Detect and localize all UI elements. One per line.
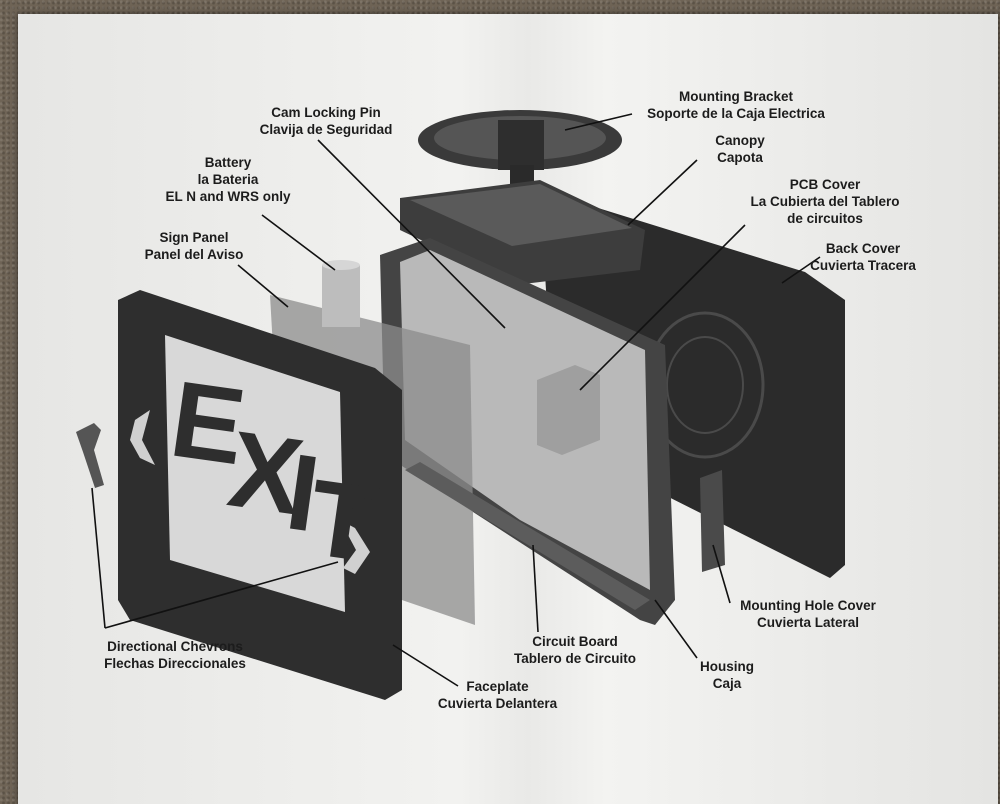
label-housing-en: Housing <box>700 659 754 674</box>
label-canopy-en: Canopy <box>715 133 765 148</box>
label-back-cover-en: Back Cover <box>825 241 901 256</box>
label-pcb-cover-en: PCB Cover <box>789 177 861 192</box>
chevron-loose <box>76 423 104 488</box>
label-housing-es: Caja <box>712 676 742 691</box>
label-faceplate: Faceplate Cuvierta Delantera <box>430 678 565 712</box>
label-battery-en: Battery <box>204 155 252 170</box>
label-pcb-cover-es: La Cubierta del Tablero <box>750 194 900 209</box>
label-back-cover-es: Cuvierta Tracera <box>810 258 916 273</box>
label-circuit-board-en: Circuit Board <box>532 634 618 649</box>
label-canopy: Canopy Capota <box>700 132 780 166</box>
chevron-right <box>340 520 370 574</box>
label-pcb-cover-es-2: de circuitos <box>787 211 863 226</box>
label-faceplate-es: Cuvierta Delantera <box>437 696 558 711</box>
label-mounting-bracket-en: Mounting Bracket <box>678 89 793 104</box>
label-mounting-hole-cover: Mounting Hole Cover Cuvierta Lateral <box>728 597 888 631</box>
canopy-top <box>410 184 632 246</box>
label-mounting-hole-cover-en: Mounting Hole Cover <box>740 598 876 613</box>
label-housing: Housing Caja <box>692 658 762 692</box>
label-sign-panel-es: Panel del Aviso <box>144 247 244 262</box>
label-back-cover: Back Cover Cuvierta Tracera <box>798 240 928 274</box>
label-directional-chevrons: Directional Chevrons Flechas Direccional… <box>90 638 260 672</box>
mounting-hole-cover <box>700 470 725 572</box>
circuit-board <box>405 462 650 610</box>
label-mounting-bracket-es: Soporte de la Caja Electrica <box>647 106 825 121</box>
faceplate <box>118 290 402 700</box>
label-directional-chevrons-es: Flechas Direccionales <box>104 656 246 671</box>
label-sign-panel-en: Sign Panel <box>159 230 229 245</box>
label-cam-locking-pin-es: Clavija de Seguridad <box>259 122 393 137</box>
label-cam-locking-pin-en: Cam Locking Pin <box>271 105 381 120</box>
label-cam-locking-pin: Cam Locking Pin Clavija de Seguridad <box>246 104 406 138</box>
label-mounting-hole-cover-es: Cuvierta Lateral <box>756 615 860 630</box>
battery <box>322 260 360 327</box>
label-canopy-es: Capota <box>717 150 763 165</box>
leader-lines <box>91 113 821 687</box>
back-cover-knockout-inner <box>666 336 744 434</box>
label-circuit-board: Circuit Board Tablero de Circuito <box>505 633 645 667</box>
chevron-left <box>130 410 155 465</box>
label-mounting-bracket: Mounting Bracket Soporte de la Caja Elec… <box>636 88 836 122</box>
label-pcb-cover: PCB Cover La Cubierta del Tablero de cir… <box>735 176 915 227</box>
label-sign-panel: Sign Panel Panel del Aviso <box>134 229 254 263</box>
label-circuit-board-es: Tablero de Circuito <box>513 651 636 666</box>
label-battery-es: la Bateria <box>197 172 259 187</box>
label-battery: Battery la Bateria EL N and WRS only <box>148 154 308 205</box>
pcb-cover <box>537 365 600 455</box>
label-directional-chevrons-en: Directional Chevrons <box>107 639 243 654</box>
label-battery-note: EL N and WRS only <box>165 189 291 204</box>
housing-inner <box>400 250 650 590</box>
label-faceplate-en: Faceplate <box>466 679 529 694</box>
exploded-diagram <box>76 110 845 700</box>
back-cover <box>540 190 845 578</box>
exit-lettering: E X I T <box>164 350 384 610</box>
mounting-bracket <box>418 110 622 190</box>
